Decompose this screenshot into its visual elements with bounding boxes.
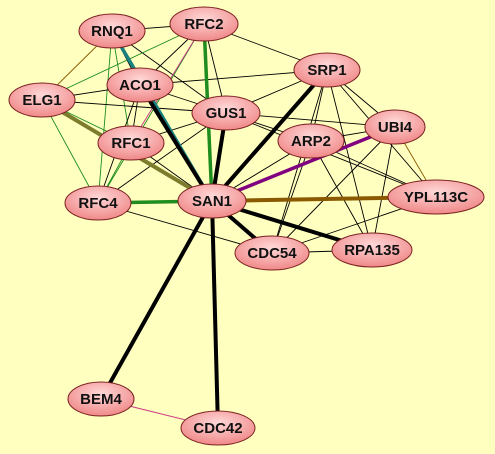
node-shape[interactable] (169, 6, 239, 42)
edge-rfc2-rfc4 (97, 23, 205, 204)
node-label: CDC54 (247, 245, 297, 262)
node-label: BEM4 (80, 391, 122, 408)
node-gus1[interactable]: GUS1 (191, 95, 261, 131)
node-arp2[interactable]: ARP2 (277, 123, 345, 159)
edge-ubi4-rpa135 (371, 126, 396, 251)
node-shape[interactable] (67, 381, 135, 417)
edge-elg1-rfc4 (41, 99, 99, 204)
node-shape[interactable] (8, 82, 76, 118)
node-label: SRP1 (307, 62, 346, 79)
edge-san1-bem4 (99, 199, 214, 401)
edge-ubi4-cdc54 (271, 126, 396, 254)
edge-layer (40, 22, 438, 430)
edge-san1-srp1 (210, 68, 329, 203)
node-label: RNQ1 (91, 23, 133, 40)
node-shape[interactable] (387, 179, 485, 215)
edge-san1-aco1 (138, 83, 214, 203)
edge-rnq1-rfc4 (97, 30, 113, 204)
node-san1[interactable]: SAN1 (177, 183, 247, 219)
node-label: RFC4 (78, 195, 118, 212)
node-label: CDC42 (193, 420, 242, 437)
node-rnq1[interactable]: RNQ1 (78, 13, 146, 49)
edge-rfc4-gus1 (97, 112, 227, 204)
node-label: YPL113C (404, 189, 468, 206)
edge-rfc2-elg1 (41, 23, 205, 101)
node-label: UBI4 (378, 119, 413, 136)
node-cdc42[interactable]: CDC42 (180, 410, 256, 446)
node-rpa135[interactable]: RPA135 (331, 232, 413, 268)
edge-srp1-rpa135 (326, 69, 373, 251)
node-label: ACO1 (119, 77, 161, 94)
node-shape[interactable] (78, 13, 146, 49)
node-rfc1[interactable]: RFC1 (97, 125, 165, 161)
node-label: ARP2 (291, 133, 331, 150)
node-shape[interactable] (64, 185, 132, 221)
node-label: RFC1 (111, 135, 150, 152)
edge-arp2-cdc54 (271, 140, 312, 254)
node-ypl113c[interactable]: YPL113C (387, 179, 485, 215)
node-label: RPA135 (344, 242, 400, 259)
node-shape[interactable] (293, 52, 361, 88)
node-rfc2[interactable]: RFC2 (169, 6, 239, 42)
node-rfc4[interactable]: RFC4 (64, 185, 132, 221)
node-aco1[interactable]: ACO1 (106, 67, 174, 103)
node-ubi4[interactable]: UBI4 (364, 109, 426, 145)
node-srp1[interactable]: SRP1 (293, 52, 361, 88)
node-label: RFC2 (184, 16, 223, 33)
node-label: ELG1 (22, 92, 61, 109)
node-shape[interactable] (364, 109, 426, 145)
node-shape[interactable] (106, 67, 174, 103)
node-label: SAN1 (192, 193, 232, 210)
node-shape[interactable] (177, 183, 247, 219)
node-shape[interactable] (191, 95, 261, 131)
node-shape[interactable] (180, 410, 256, 446)
node-shape[interactable] (331, 232, 413, 268)
edge-san1-ubi4 (210, 125, 397, 203)
edge-san1-cdc42 (210, 199, 220, 430)
edge-srp1-cdc54 (271, 69, 328, 254)
node-elg1[interactable]: ELG1 (8, 82, 76, 118)
node-label: GUS1 (206, 105, 247, 122)
node-shape[interactable] (234, 235, 310, 271)
node-shape[interactable] (277, 123, 345, 159)
node-bem4[interactable]: BEM4 (67, 381, 135, 417)
edge-arp2-rpa135 (310, 140, 373, 251)
node-cdc54[interactable]: CDC54 (234, 235, 310, 271)
node-shape[interactable] (97, 125, 165, 161)
